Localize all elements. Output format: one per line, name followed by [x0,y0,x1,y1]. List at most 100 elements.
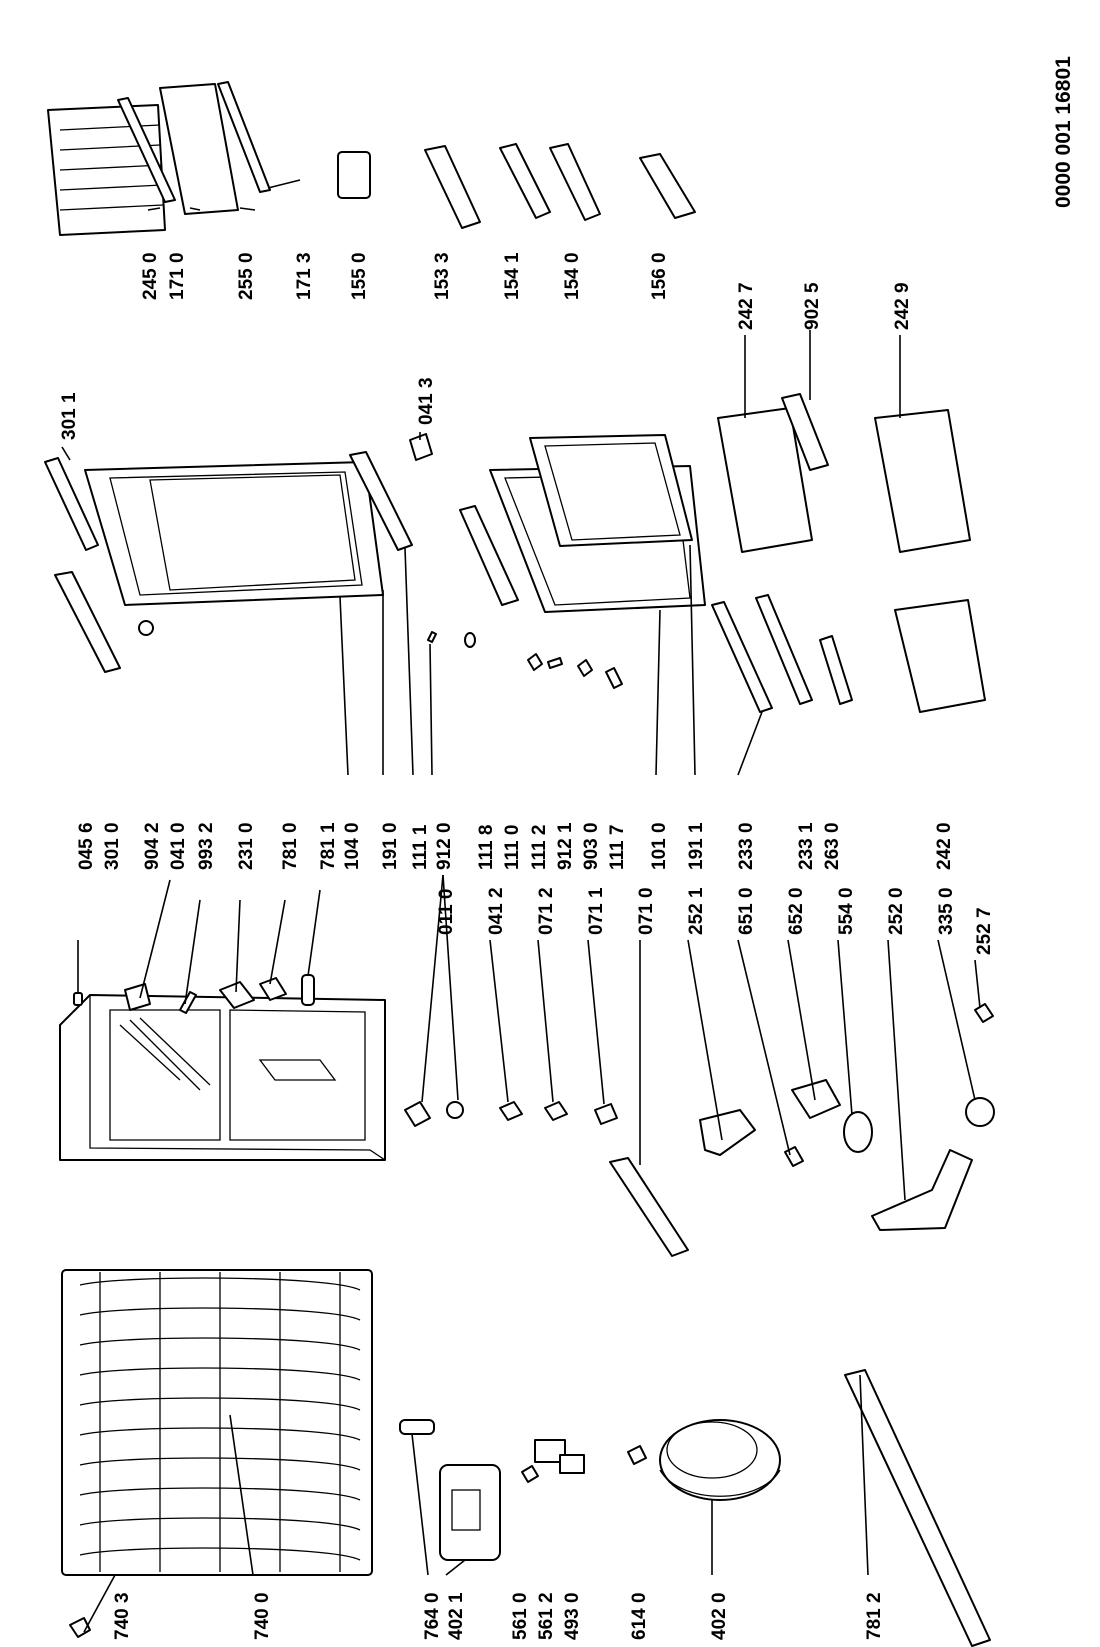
screw-011-0 [446,1101,464,1119]
label-263-0: 263 0 [822,822,843,870]
label-111-1: 111 1 [410,824,431,870]
part-781-0 [259,977,287,1001]
label-154-1: 154 1 [502,252,523,300]
label-111-0: 111 0 [502,825,523,870]
label-781-0: 781 0 [280,822,301,870]
label-614-0: 614 0 [629,1592,650,1640]
label-301-1: 301 1 [59,392,80,440]
part-071-1 [594,1103,618,1125]
condenser-coil [61,1269,373,1576]
door-rack-154-1 [499,143,551,219]
label-764-0: 764 0 [422,1592,443,1640]
label-651-0: 651 0 [736,887,757,935]
part-111-7 [605,667,623,689]
label-252-7: 252 7 [974,907,995,955]
label-101-0: 101 0 [649,822,670,870]
spring-554-0 [843,1111,873,1153]
drawer-242-9 [874,409,971,553]
part-493-0 [559,1454,585,1474]
part-652-0 [791,1079,841,1119]
part-252-1 [699,1109,756,1156]
label-903-0: 903 0 [581,822,602,870]
label-071-1: 071 1 [586,887,607,935]
label-242-9: 242 9 [892,282,913,330]
compressor-terminal-box [439,1464,501,1561]
knob-335-0 [965,1097,995,1127]
part-561-2 [534,1439,566,1463]
relay-764-0 [399,1419,435,1435]
label-902-5: 902 5 [802,282,823,330]
part-252-7 [974,1003,994,1023]
label-233-0: 233 0 [736,822,757,870]
part-903-0 [577,659,593,677]
label-245-0: 245 0 [140,252,161,300]
shelf-trim-171-3 [217,81,271,193]
label-153-3: 153 3 [432,252,453,300]
ice-tray-156-0 [639,153,696,219]
label-402-1: 402 1 [446,1592,467,1640]
label-781-2: 781 2 [864,1592,885,1640]
label-402-0: 402 0 [709,1592,730,1640]
part-561-0 [521,1465,539,1483]
part-651-0 [784,1146,804,1167]
label-011-0: 011 0 [436,889,457,936]
door-gasket-191-1 [529,434,693,547]
screw-912-1 [547,657,563,669]
rail-233-0 [711,601,773,713]
label-781-1: 781 1 [318,822,339,870]
strip-111-0 [459,505,519,606]
label-252-0: 252 0 [886,887,907,935]
document-number: 0000 001 16801 [1052,56,1075,208]
label-652-0: 652 0 [786,887,807,935]
label-071-0: 071 0 [636,887,657,935]
label-154-0: 154 0 [562,252,583,300]
label-171-3: 171 3 [294,252,315,300]
label-111-2: 111 2 [529,825,550,870]
pin-045-6 [73,992,83,1006]
label-904-2: 904 2 [142,822,163,870]
label-301-0: 301 0 [102,822,123,870]
drawer-242-0 [894,599,986,713]
label-041-2: 041 2 [486,887,507,935]
label-493-0: 493 0 [562,1592,583,1640]
label-104-0: 104 0 [342,822,363,870]
label-242-7: 242 7 [736,282,757,330]
label-335-0: 335 0 [936,887,957,935]
handle-301-1 [44,457,99,551]
label-231-0: 231 0 [236,822,257,870]
part-614-0 [627,1445,647,1465]
label-155-0: 155 0 [349,252,370,300]
clip-740-3 [69,1617,91,1638]
door-rack-153-3 [424,145,481,229]
part-111-2 [527,653,543,671]
compressor [659,1419,781,1501]
label-111-8: 111 8 [476,825,497,870]
hinge-011-0 [404,1101,431,1127]
part-labels: 740 3 740 0 764 0 402 1 561 0 561 2 493 … [59,56,1075,1640]
shelf-glass-255-0 [159,83,239,215]
label-041-3: 041 3 [416,377,437,425]
label-171-0: 171 0 [167,252,188,300]
label-242-0: 242 0 [934,822,955,870]
part-071-2 [544,1101,568,1121]
label-156-0: 156 0 [649,252,670,300]
bar-071-0 [609,1157,689,1257]
door-upper [84,461,384,606]
label-233-1: 233 1 [796,822,817,870]
tube-781-1 [301,974,315,1006]
leader-lines [61,179,981,1633]
label-561-0: 561 0 [510,1592,531,1640]
label-041-0: 041 0 [168,822,189,870]
strip-111-1 [349,451,413,551]
rail-781-2 [844,1369,991,1647]
shelf-trim-171-0 [117,97,176,203]
screw-912-0 [427,631,437,643]
label-912-0: 912 0 [434,822,455,870]
label-045-6: 045 6 [76,822,97,870]
shelf-wire-245-0 [47,104,166,236]
label-252-1: 252 1 [686,887,707,935]
drawer-242-7 [717,407,813,553]
label-740-0: 740 0 [252,1592,273,1640]
part-drawings [44,81,995,1647]
